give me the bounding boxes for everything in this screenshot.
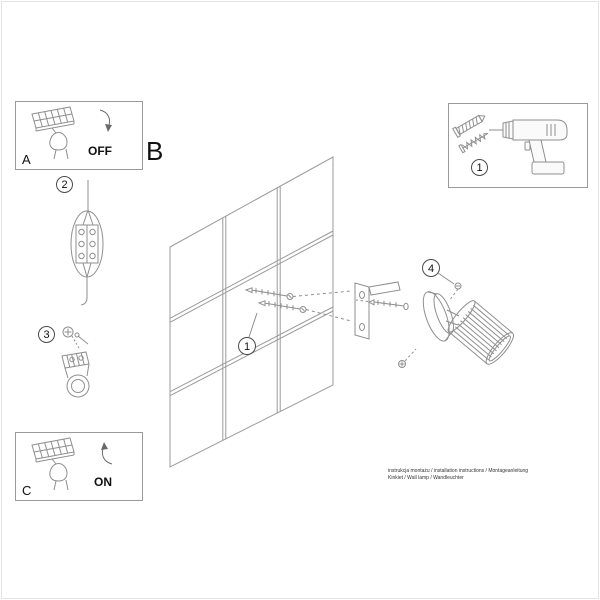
footer-text: instrukcja montażu / installation instru… [388, 468, 528, 482]
panel-power-on: C ON [15, 432, 143, 501]
switch-off-illustration [31, 106, 112, 160]
wall-anchor-icon [452, 114, 486, 139]
hand-icon [49, 458, 69, 491]
state-on-label: ON [94, 475, 112, 489]
canopy-screw-icon [398, 348, 417, 368]
mounting-bracket-icon [61, 326, 90, 398]
step-4-badge: 4 [422, 259, 462, 302]
svg-text:1: 1 [244, 341, 250, 353]
svg-text:4: 4 [428, 263, 434, 275]
lamp-shade-icon [447, 300, 514, 365]
footer-line-1: instrukcja montażu / installation instru… [388, 468, 529, 474]
panel-tools: 1 [448, 103, 588, 188]
light-switch-icon [31, 106, 75, 132]
lamp-bracket-icon [354, 281, 409, 340]
step-2-badge: 2 [56, 176, 73, 193]
step-3-badge: 3 [38, 326, 55, 343]
footer-line-2: Kinkiet / Wall lamp / Wandleuchter [388, 475, 464, 481]
step-1-badge: 1 [471, 159, 488, 176]
panel-power-off: A OFF [15, 101, 143, 170]
light-switch-icon [31, 437, 75, 463]
wall-panels [169, 156, 334, 468]
arrow-off-icon [99, 109, 112, 132]
panel-c-letter: C [22, 483, 32, 498]
assembly-diagram: 1 4 [169, 156, 514, 468]
screw-icon [458, 133, 489, 154]
lamp-arm-icon [445, 309, 460, 326]
cable-connector-icon [70, 180, 104, 306]
wall-screws-icon [244, 287, 352, 322]
hand-icon [49, 127, 69, 160]
step-1-badge-wall: 1 [238, 312, 258, 355]
arrow-on-icon [101, 442, 113, 465]
state-off-label: OFF [88, 144, 112, 158]
drill-icon [489, 119, 568, 175]
switch-on-illustration [31, 437, 113, 491]
tools-illustration [452, 114, 568, 175]
panel-a-letter: A [22, 152, 31, 167]
section-label-b: B [146, 136, 164, 166]
